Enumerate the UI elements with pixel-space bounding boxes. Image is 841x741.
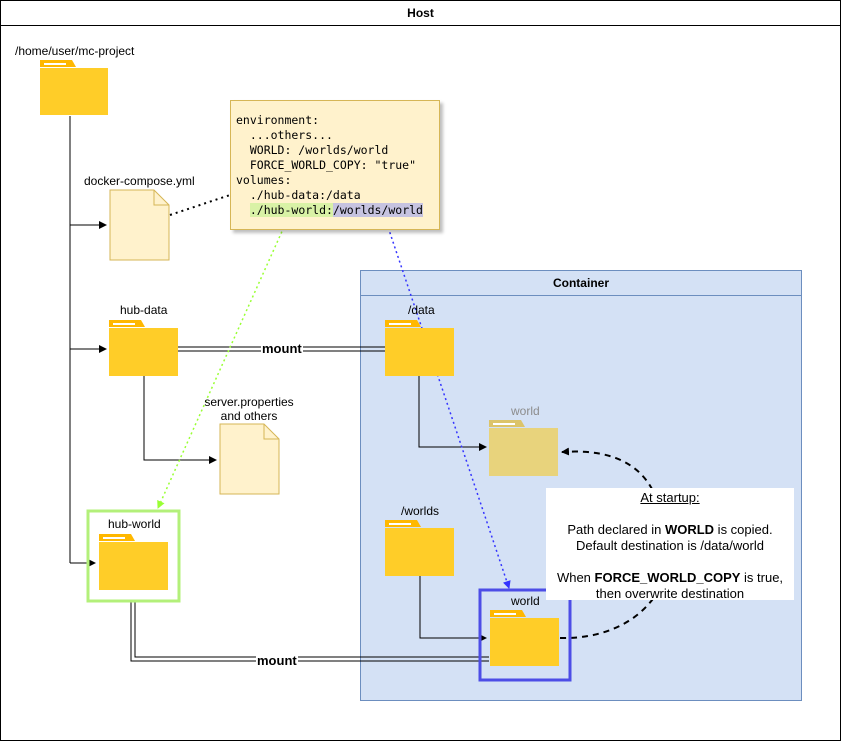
world-folder-icon[interactable] [490,610,559,666]
hub-data-folder-icon[interactable] [109,320,178,376]
code-line-volume-mapping: ./hub-world:/worlds/world [236,203,439,218]
code-line: WORLD: /worlds/world [236,143,439,158]
container-path-highlight: /worlds/world [333,203,423,217]
server-properties-document-icon[interactable] [220,424,279,494]
compose-label: docker-compose.yml [84,174,195,188]
note-heading: At startup: [546,490,794,506]
data-to-world-connector [419,376,486,447]
server-properties-line-1: server.properties [204,395,293,409]
worlds-to-world-connector [420,576,486,638]
code-line: volumes: [236,173,439,188]
compose-to-code-connector [170,195,230,215]
note-text: When [557,570,595,585]
compose-code-block: environment: ...others... WORLD: /worlds… [230,100,440,230]
world-faded-folder-icon[interactable] [489,420,558,476]
note-line-2: Default destination is /data/world [546,538,794,554]
compose-file-document-icon[interactable] [110,190,169,260]
server-properties-line-2: and others [204,409,293,423]
note-line-1: Path declared in WORLD is copied. [546,522,794,538]
code-line: environment: [236,113,439,128]
note-keyword: FORCE_WORLD_COPY [595,570,741,585]
project-label: /home/user/mc-project [15,44,134,58]
host-path-highlight: ./hub-world: [250,203,333,217]
note-keyword: WORLD [665,522,714,537]
worlds-folder-icon[interactable] [385,520,454,576]
code-indent [236,203,250,217]
mount-label-world: mount [256,653,298,668]
server-properties-label: server.properties and others [204,395,293,423]
project-folder-icon[interactable] [40,60,108,115]
world-label: world [511,594,540,608]
mount-label-data: mount [261,341,303,356]
code-line: FORCE_WORLD_COPY: "true" [236,158,439,173]
data-label: /data [408,303,435,317]
code-line: ...others... [236,128,439,143]
note-line-3: When FORCE_WORLD_COPY is true, [546,570,794,586]
hub-world-label: hub-world [108,517,161,531]
worlds-label: /worlds [401,504,439,518]
note-line-4: then overwrite destination [546,586,794,602]
code-line: ./hub-data:/data [236,188,439,203]
hub-data-label: hub-data [120,303,167,317]
note-text: Path declared in [567,522,665,537]
world-faded-label: world [511,404,540,418]
note-text: is copied. [714,522,773,537]
hub-world-folder-icon[interactable] [99,534,168,590]
mount-link-world [131,600,489,661]
startup-note: At startup: Path declared in WORLD is co… [546,488,794,600]
data-folder-icon[interactable] [385,320,454,376]
note-text: is true, [740,570,783,585]
